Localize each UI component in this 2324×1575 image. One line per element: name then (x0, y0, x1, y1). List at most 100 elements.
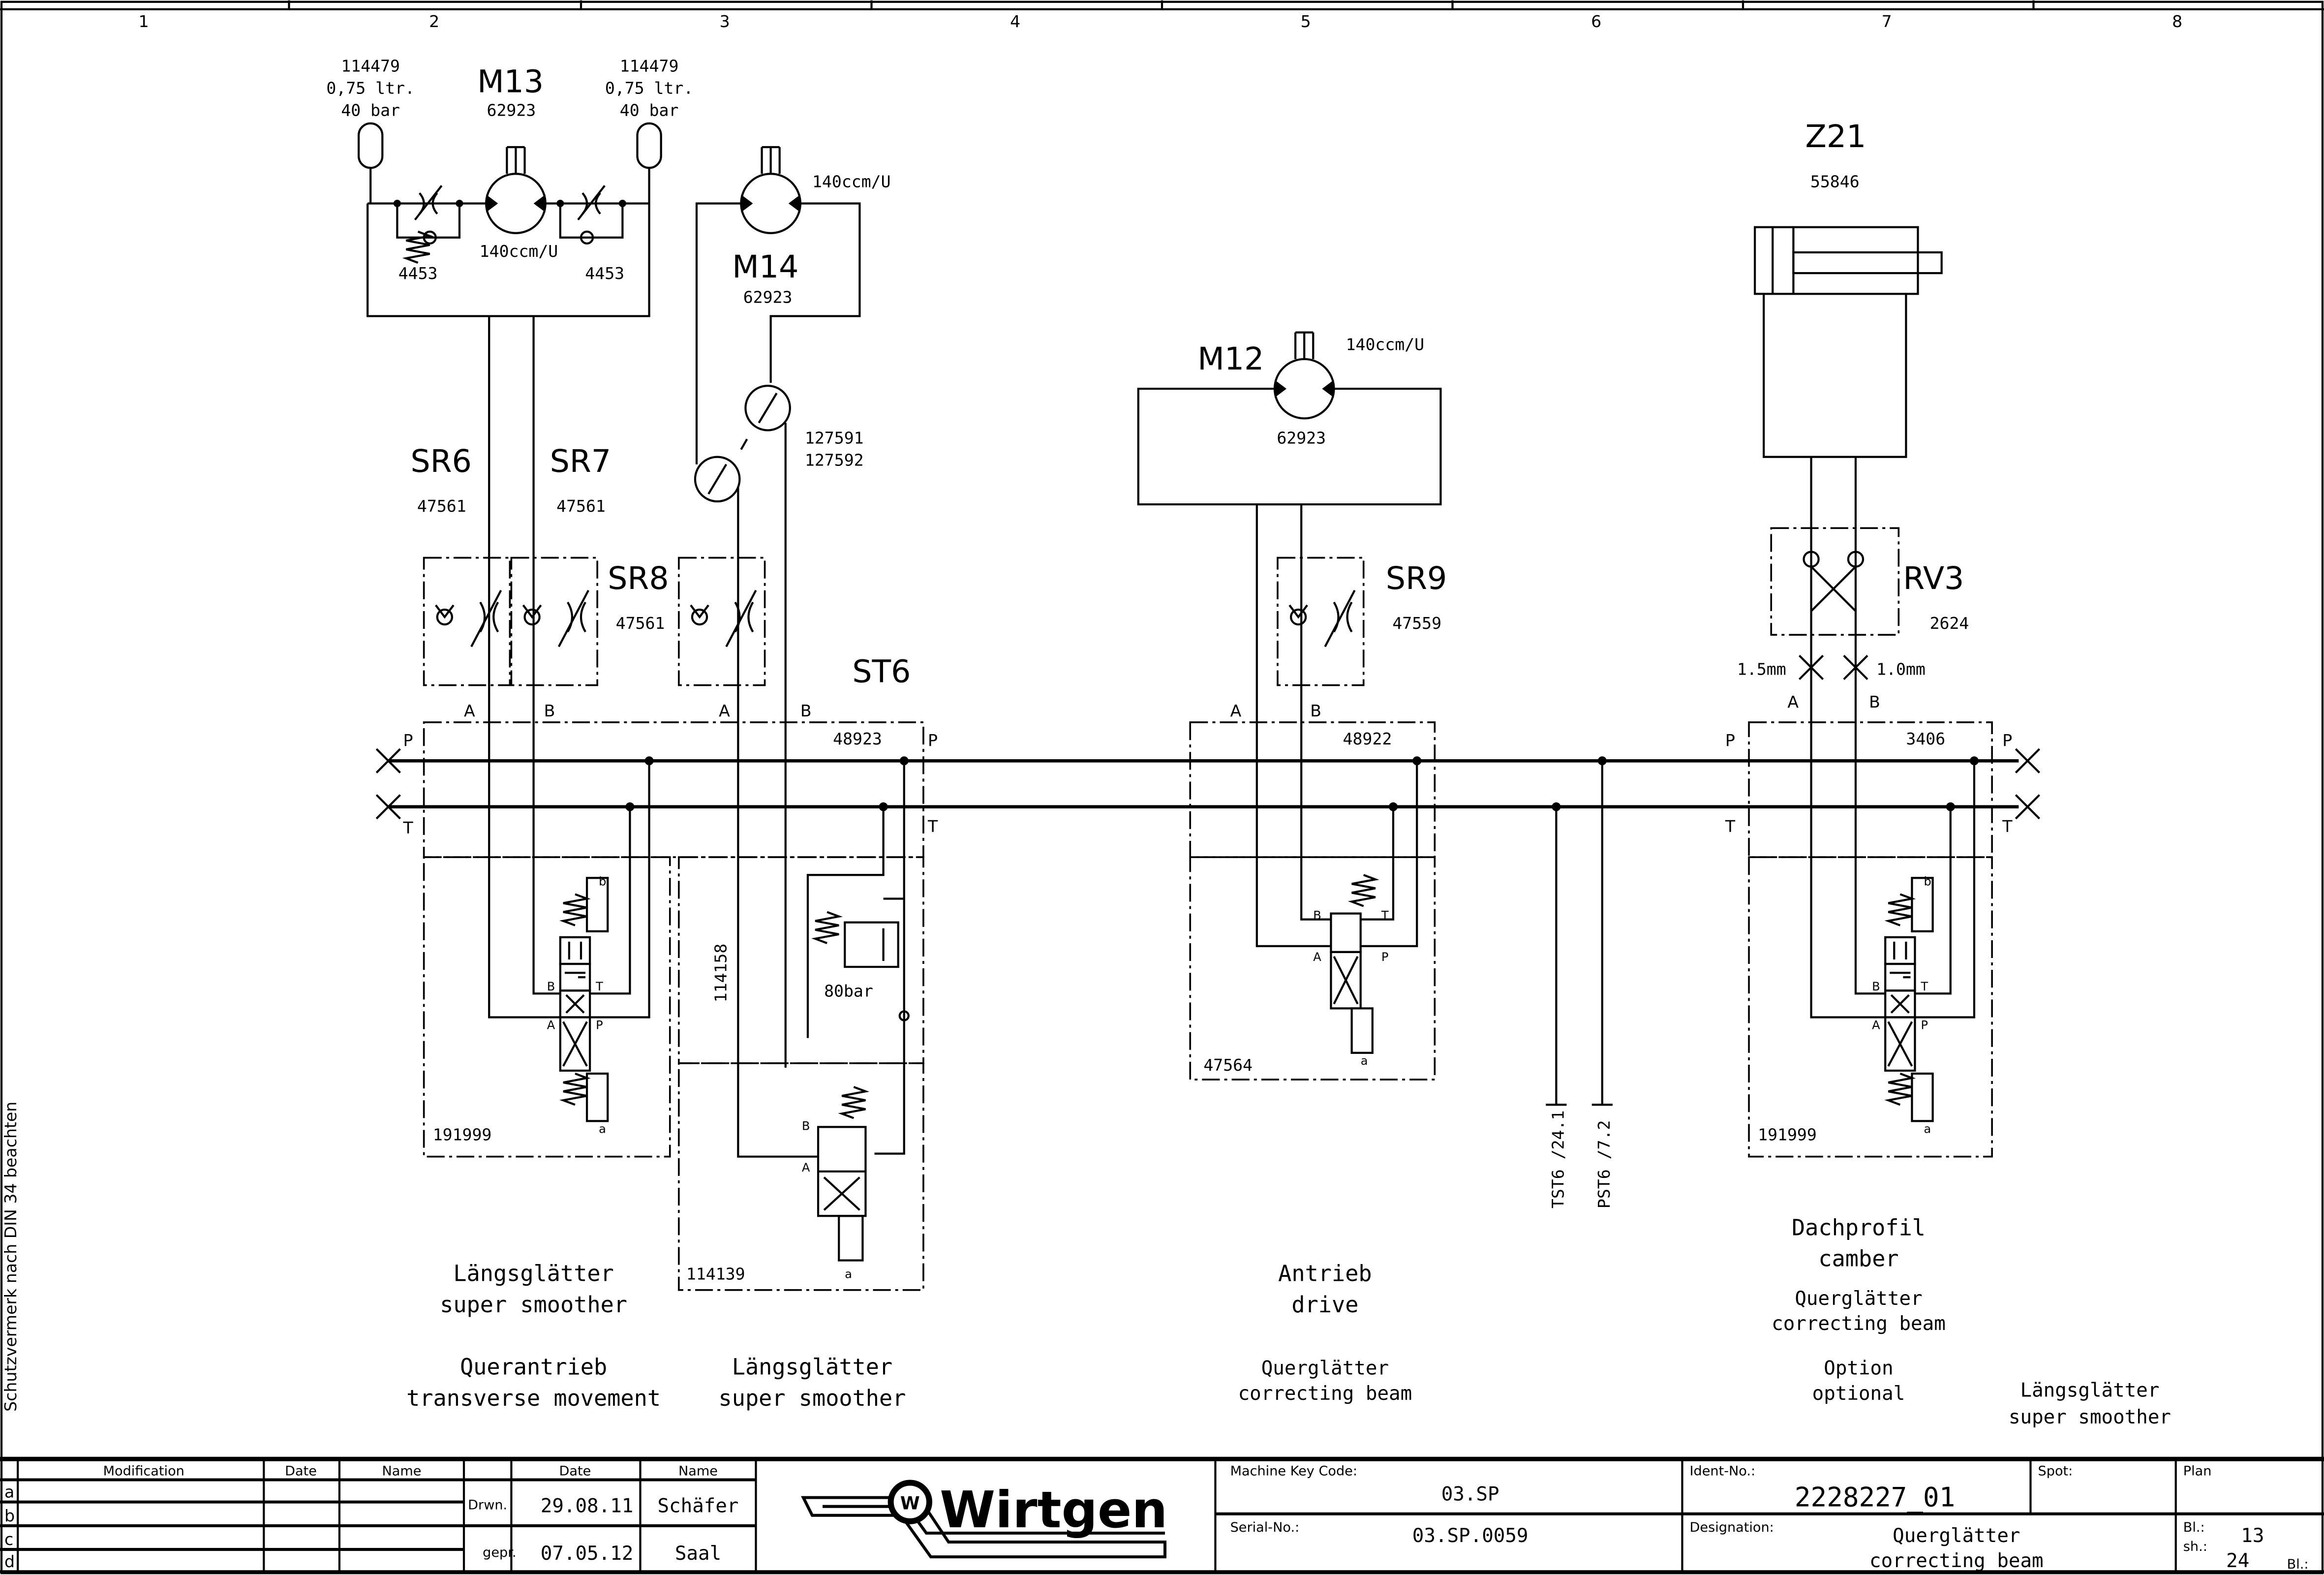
relief-pressure: 80bar (824, 981, 873, 1000)
port-label: B (547, 980, 555, 993)
z21-label: Z21 (1805, 118, 1866, 154)
sr9-label: SR9 (1386, 560, 1447, 596)
column-number: 1 (139, 12, 149, 31)
revision-row: c (4, 1530, 13, 1549)
accumulator-part: 114479 (620, 56, 679, 75)
port-label: B (800, 701, 812, 720)
directional-valve-right (1884, 877, 1934, 1122)
port-label: a (1924, 1122, 1931, 1136)
port-labels-main: P T P T P T P T (402, 731, 2013, 837)
m13-displacement: 140ccm/U (480, 242, 558, 261)
caption: Längsglätter (453, 1261, 613, 1287)
accumulator-volume: 0,75 ltr. (605, 79, 694, 98)
port-label: a (845, 1267, 852, 1281)
port-label: T (402, 818, 413, 837)
port-label: B (1313, 909, 1321, 923)
designation-label: Designation: (1690, 1520, 1774, 1535)
motor-m13 (486, 147, 546, 233)
port-label: A (464, 701, 475, 720)
accumulator-pressure: 40 bar (620, 101, 679, 120)
sr7-label: SR7 (550, 443, 611, 479)
wirtgen-logo: W Wirtgen (801, 1480, 1167, 1559)
accumulator-volume: 0,75 ltr. (326, 79, 414, 98)
logo-text: Wirtgen (940, 1481, 1167, 1540)
column-number: 7 (1882, 12, 1892, 31)
caption: Antrieb (1278, 1261, 1372, 1287)
plan-label: Plan (2183, 1463, 2212, 1479)
m12-displacement: 140ccm/U (1346, 335, 1425, 354)
check-throttle-sr9 (1278, 558, 1364, 685)
sheet-total-label: Bl.: (2287, 1557, 2309, 1572)
port-label: b (599, 874, 606, 888)
rv3-label: RV3 (1903, 560, 1964, 596)
header-name: Name (382, 1463, 421, 1479)
valve-part: 191999 (1758, 1125, 1817, 1144)
accumulator-part: 114479 (341, 56, 400, 75)
m13-label: M13 (477, 63, 544, 100)
port-label: a (599, 1122, 606, 1136)
drawn-label: Drwn. (468, 1498, 507, 1513)
column-number: 2 (429, 12, 439, 31)
caption: Option (1824, 1358, 1893, 1380)
sr6-part: 47561 (417, 496, 466, 516)
valve-part: 191999 (433, 1125, 492, 1144)
caption: camber (1818, 1246, 1898, 1272)
manifold-block-middle (1189, 721, 1436, 1081)
port-label: T (1725, 817, 1736, 836)
port-label: P (1381, 950, 1389, 964)
column-numbers: 1 2 3 4 5 6 7 8 (139, 12, 2183, 31)
check-throttle-sr8 (679, 558, 765, 685)
checked-label: gepr. (483, 1545, 516, 1560)
sheet-label: Bl.: (2183, 1520, 2205, 1535)
relief-block-part: 114158 (711, 944, 730, 1003)
m14-piping (695, 202, 861, 1068)
designation-line1: Querglätter (1893, 1525, 2020, 1547)
ident-value: 2228227_01 (1795, 1482, 1955, 1513)
motor-m14 (741, 147, 800, 233)
header-name: Name (678, 1463, 718, 1479)
rv3-part: 2624 (1930, 614, 1969, 633)
accumulator-pressure: 40 bar (341, 101, 400, 120)
port-label: a (1361, 1054, 1368, 1068)
port-label: B (802, 1119, 810, 1133)
throttle-check-left (406, 185, 443, 263)
motor-m12 (1275, 333, 1334, 419)
gauge-part: 127591 (805, 429, 864, 448)
line-reference-tst6: TST6 /24.1 (1548, 1111, 1567, 1208)
external-lines (1546, 756, 1613, 1106)
captions: Längsglätter super smoother Querantrieb … (406, 1214, 2171, 1428)
z21-part: 55846 (1810, 172, 1860, 191)
checked-date: 07.05.12 (541, 1543, 634, 1565)
port-label: A (1787, 692, 1799, 711)
column-number: 8 (2172, 12, 2182, 31)
column-number: 5 (1301, 12, 1311, 31)
caption: Querglätter (1261, 1358, 1389, 1380)
machine-key-label: Machine Key Code: (1230, 1463, 1357, 1479)
ident-label: Ident-No.: (1690, 1463, 1756, 1479)
accumulator-right (636, 122, 662, 204)
m14-label: M14 (732, 248, 798, 285)
caption: optional (1812, 1383, 1905, 1405)
port-label: A (547, 1019, 555, 1032)
column-number: 3 (720, 12, 730, 31)
caption: Längsglätter (2020, 1380, 2160, 1402)
valve-part: 114139 (686, 1265, 745, 1284)
port-label: P (403, 731, 413, 750)
port-label: B (1310, 701, 1321, 720)
sr9-part: 47559 (1392, 614, 1441, 633)
caption: Dachprofil (1792, 1214, 1926, 1240)
port-label: P (1725, 731, 1735, 750)
pressure-gauge (694, 384, 791, 503)
column-number: 4 (1010, 12, 1020, 31)
port-label: T (2002, 817, 2013, 836)
drawn-date: 29.08.11 (541, 1495, 634, 1517)
cylinder-z21 (1753, 226, 1943, 458)
port-label: T (595, 980, 603, 993)
column-number: 6 (1591, 12, 1601, 31)
m12-part: 62923 (1277, 429, 1326, 448)
st6-label: ST6 (852, 653, 911, 690)
orifice-size: 1.0mm (1876, 660, 1926, 679)
caption: Längsglätter (732, 1354, 892, 1380)
right-circuit-piping (1810, 457, 1979, 1019)
